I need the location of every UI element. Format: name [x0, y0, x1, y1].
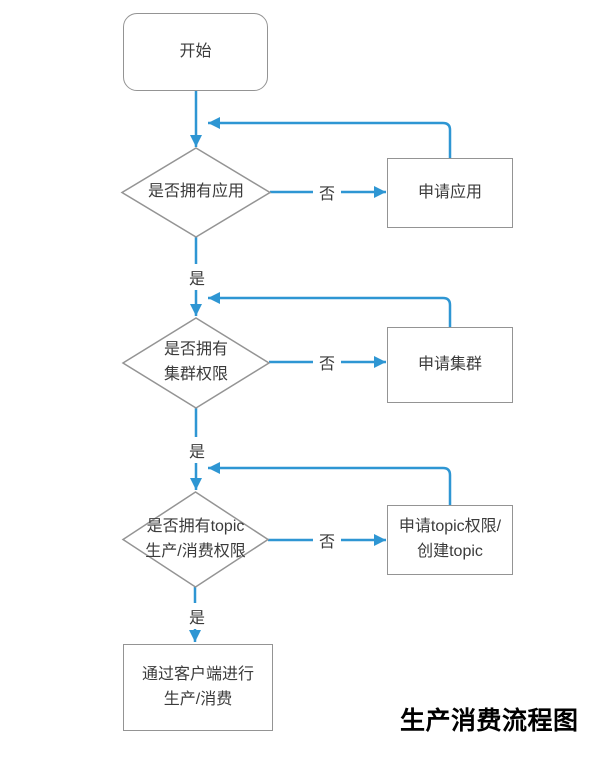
node-check-topic-label: 是否拥有topic 生产/消费权限 [145, 517, 246, 560]
node-apply-topic-label: 申请topic权限/ 创建topic [398, 518, 502, 560]
diagram-title: 生产消费流程图 [400, 707, 579, 735]
edge-label-no-1: 否 [312, 179, 342, 205]
node-produce-consume: 通过客户端进行 生产/消费 [123, 644, 273, 731]
node-apply-cluster-label: 申请集群 [417, 355, 482, 373]
edge-label-yes-2: 是 [182, 437, 212, 463]
diamond-shape [122, 148, 270, 237]
node-start-label: 开始 [179, 42, 212, 60]
node-check-app-label: 是否拥有应用 [147, 183, 244, 201]
edge-label-no-2: 否 [312, 349, 342, 375]
node-apply-cluster: 申请集群 [387, 327, 513, 403]
node-check-cluster: 是否拥有 集群权限 [123, 318, 269, 408]
node-check-topic: 是否拥有topic 生产/消费权限 [123, 492, 268, 587]
edge-label-yes-1: 是 [182, 264, 212, 290]
node-apply-topic: 申请topic权限/ 创建topic [387, 505, 513, 575]
edge-label-yes-3: 是 [182, 603, 212, 629]
diamond-shape [123, 492, 268, 587]
node-start: 开始 [123, 13, 268, 91]
node-apply-app-label: 申请应用 [417, 183, 482, 201]
diamond-shape [123, 318, 269, 408]
edge-apply-cluster-feedback [208, 292, 452, 327]
node-apply-app: 申请应用 [387, 158, 513, 228]
node-check-cluster-label: 是否拥有 集群权限 [163, 341, 228, 383]
node-check-app: 是否拥有应用 [122, 148, 270, 237]
edge-apply-app-feedback [208, 117, 452, 158]
edge-label-no-3: 否 [312, 527, 342, 553]
node-produce-consume-label: 通过客户端进行 生产/消费 [141, 665, 254, 708]
edge-apply-topic-feedback [208, 462, 452, 505]
